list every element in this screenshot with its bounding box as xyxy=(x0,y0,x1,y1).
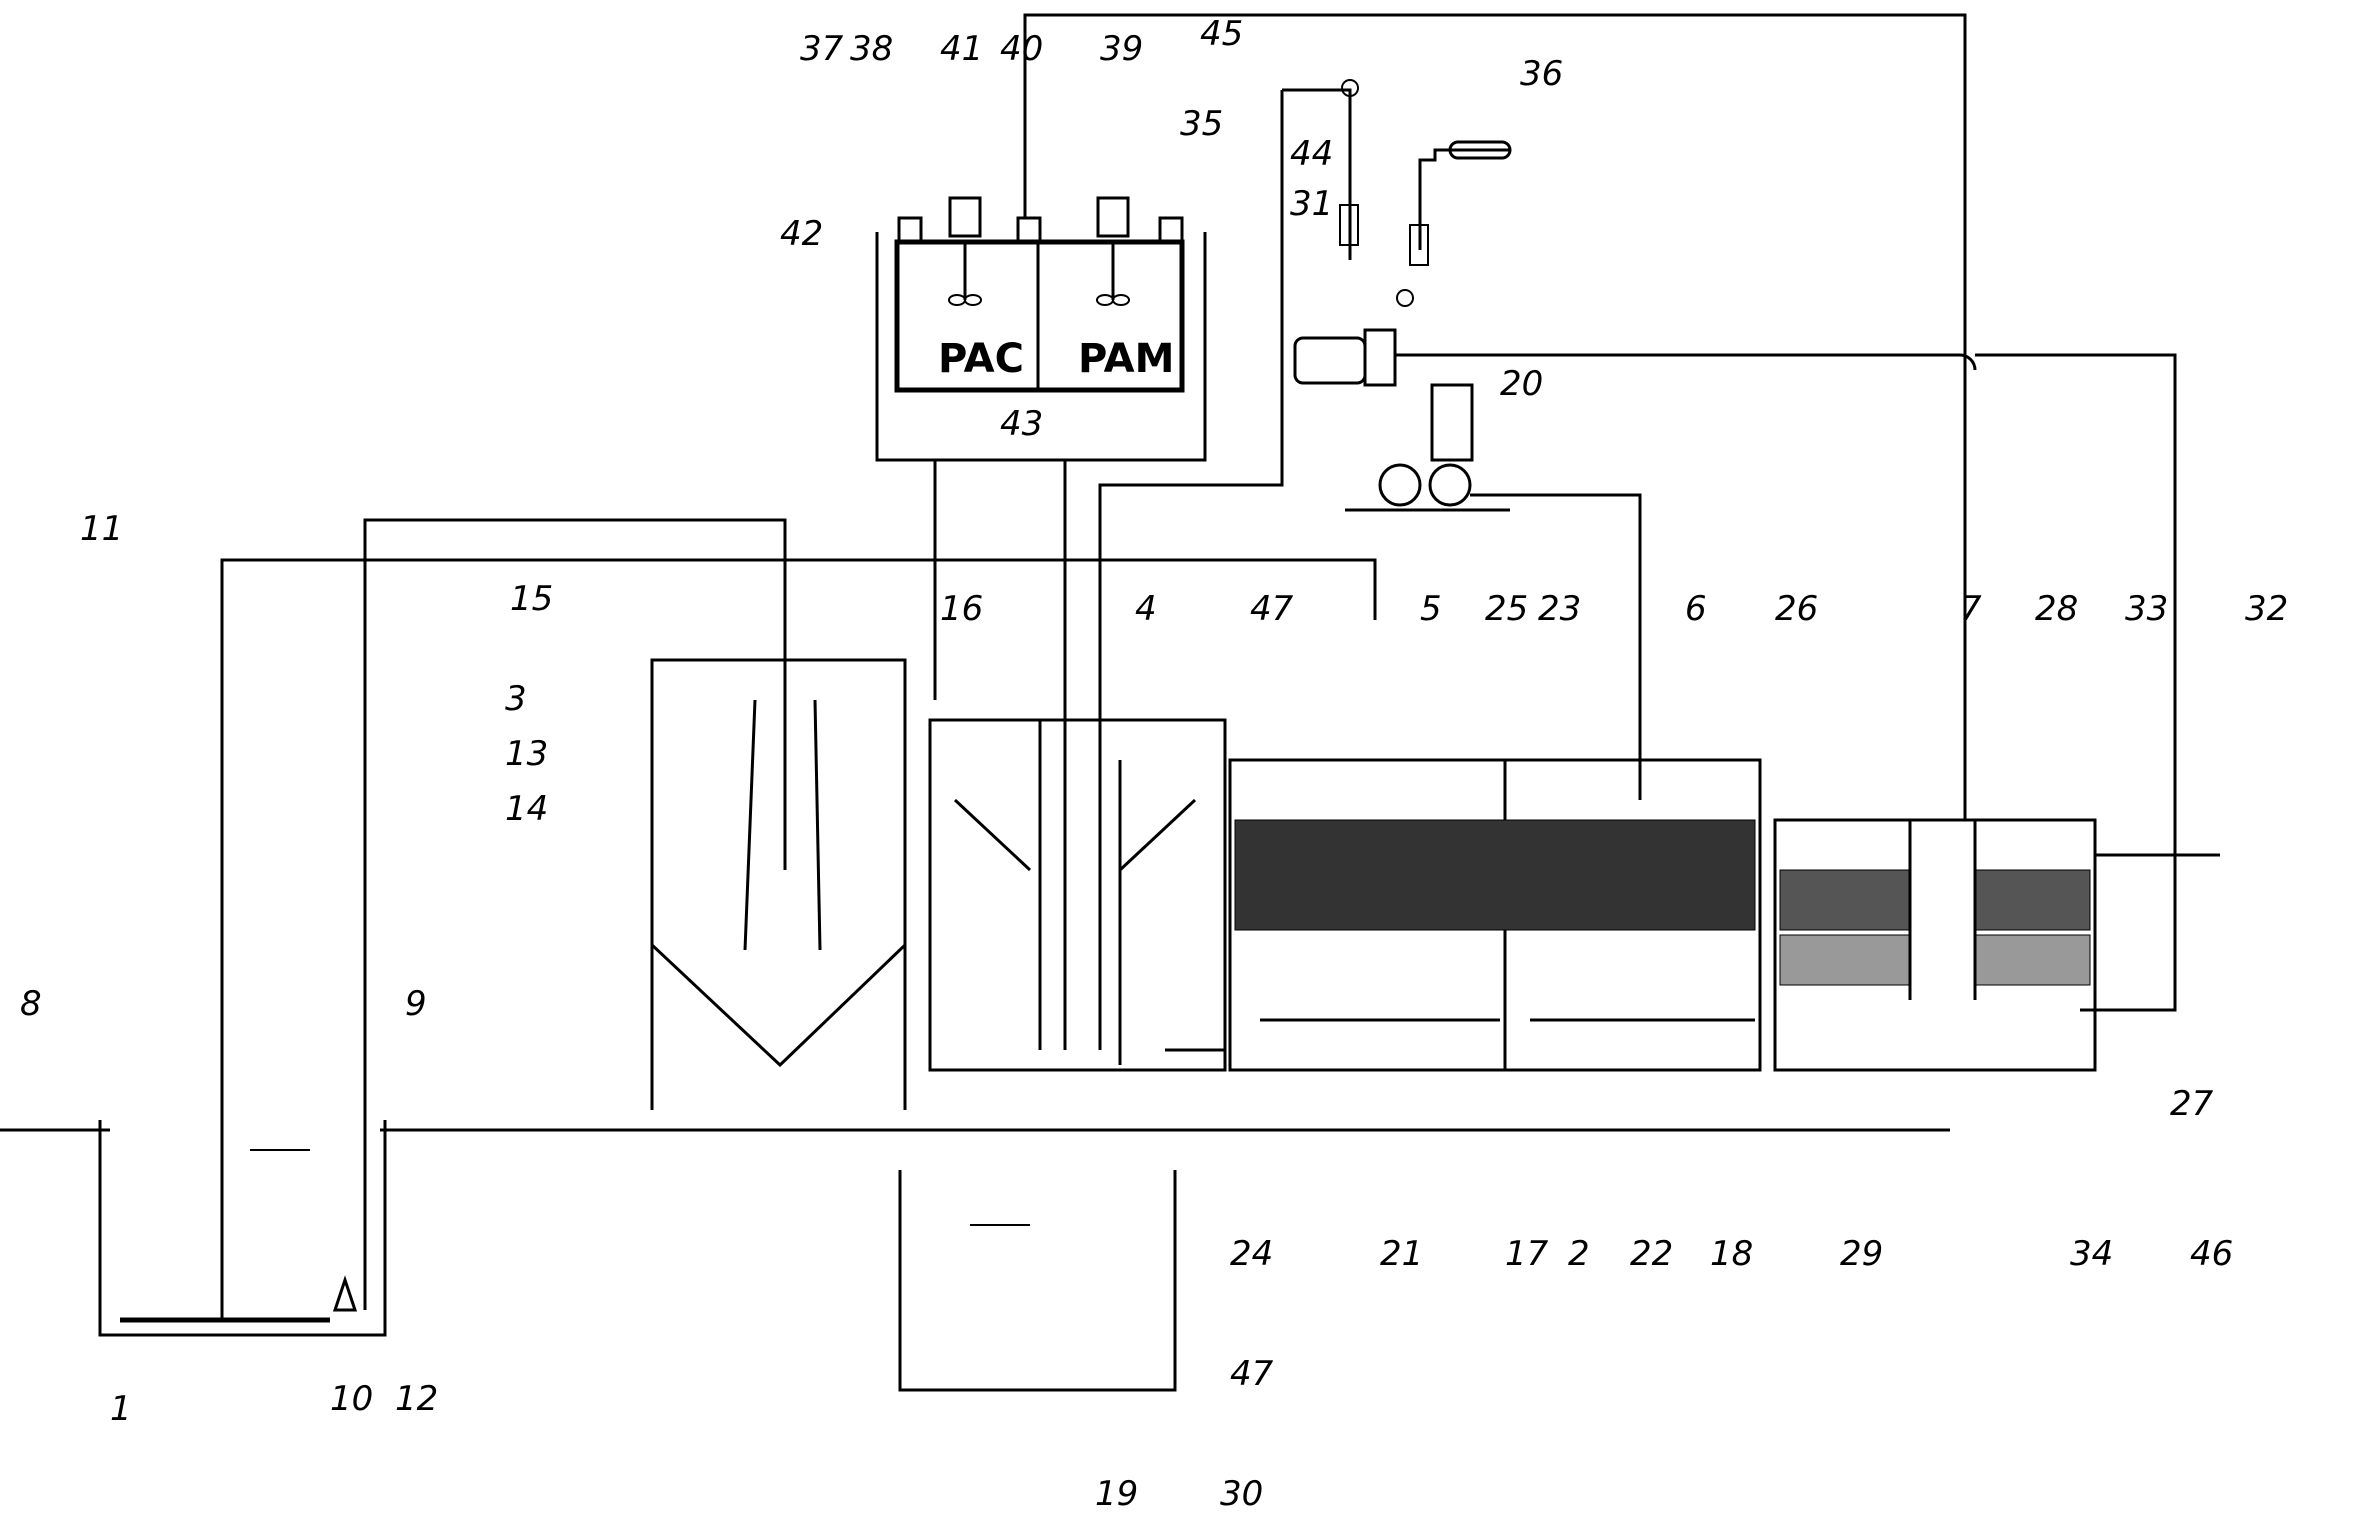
label-16: 16 xyxy=(940,589,983,629)
label-45: 45 xyxy=(1200,14,1243,54)
label-20: 20 xyxy=(1500,364,1543,404)
label-11: 11 xyxy=(80,509,123,549)
label-13: 13 xyxy=(505,734,548,774)
tanks-5-6 xyxy=(1228,758,1762,1072)
label-22: 22 xyxy=(1630,1234,1673,1274)
label-19: 19 xyxy=(1095,1474,1138,1514)
label-6: 6 xyxy=(1685,589,1707,629)
label-3: 3 xyxy=(505,679,527,719)
label-26: 26 xyxy=(1775,589,1818,629)
tank-7 xyxy=(1773,818,2220,1072)
label-1: 1 xyxy=(110,1389,132,1429)
label-24: 24 xyxy=(1230,1234,1273,1274)
label-41: 41 xyxy=(940,29,983,69)
label-4: 4 xyxy=(1135,589,1157,629)
top-pipework xyxy=(933,13,2177,1050)
label-33: 33 xyxy=(2125,589,2168,629)
label-12: 12 xyxy=(395,1379,438,1419)
label-30: 30 xyxy=(1220,1474,1263,1514)
label-47a: 47 xyxy=(1250,589,1294,629)
label-27: 27 xyxy=(2170,1084,2214,1124)
label-37: 37 xyxy=(800,29,844,69)
pac-label: PAC xyxy=(938,336,1024,382)
label-47b: 47 xyxy=(1230,1354,1274,1394)
label-15: 15 xyxy=(510,579,553,619)
callout-labels: 37 38 41 40 39 45 36 35 42 44 31 20 43 1… xyxy=(20,14,2288,1514)
dosing-tank: PAC PAM xyxy=(875,196,1207,462)
label-38: 38 xyxy=(850,29,893,69)
tank-4 xyxy=(928,718,1227,1072)
label-9: 9 xyxy=(405,984,427,1024)
label-35: 35 xyxy=(1180,104,1223,144)
label-18: 18 xyxy=(1710,1234,1753,1274)
label-31: 31 xyxy=(1290,184,1333,224)
label-43: 43 xyxy=(1000,404,1043,444)
label-46: 46 xyxy=(2190,1234,2233,1274)
label-42: 42 xyxy=(780,214,823,254)
label-14: 14 xyxy=(505,789,548,829)
tank-1 xyxy=(98,1120,387,1337)
label-40: 40 xyxy=(1000,29,1043,69)
tank-3 xyxy=(650,658,907,1110)
label-5: 5 xyxy=(1420,589,1442,629)
label-44: 44 xyxy=(1290,134,1333,174)
label-28: 28 xyxy=(2035,589,2078,629)
label-36: 36 xyxy=(1520,54,1563,94)
tank-19 xyxy=(898,1170,1177,1392)
label-39: 39 xyxy=(1100,29,1143,69)
label-29: 29 xyxy=(1840,1234,1883,1274)
label-23: 23 xyxy=(1538,589,1581,629)
label-8: 8 xyxy=(20,984,42,1024)
label-2: 2 xyxy=(1568,1234,1590,1274)
label-32: 32 xyxy=(2245,589,2288,629)
pam-label: PAM xyxy=(1078,336,1174,382)
label-10: 10 xyxy=(330,1379,373,1419)
label-25: 25 xyxy=(1485,589,1528,629)
label-17: 17 xyxy=(1505,1234,1549,1274)
label-21: 21 xyxy=(1380,1234,1423,1274)
label-34: 34 xyxy=(2070,1234,2113,1274)
label-7: 7 xyxy=(1960,589,1982,629)
